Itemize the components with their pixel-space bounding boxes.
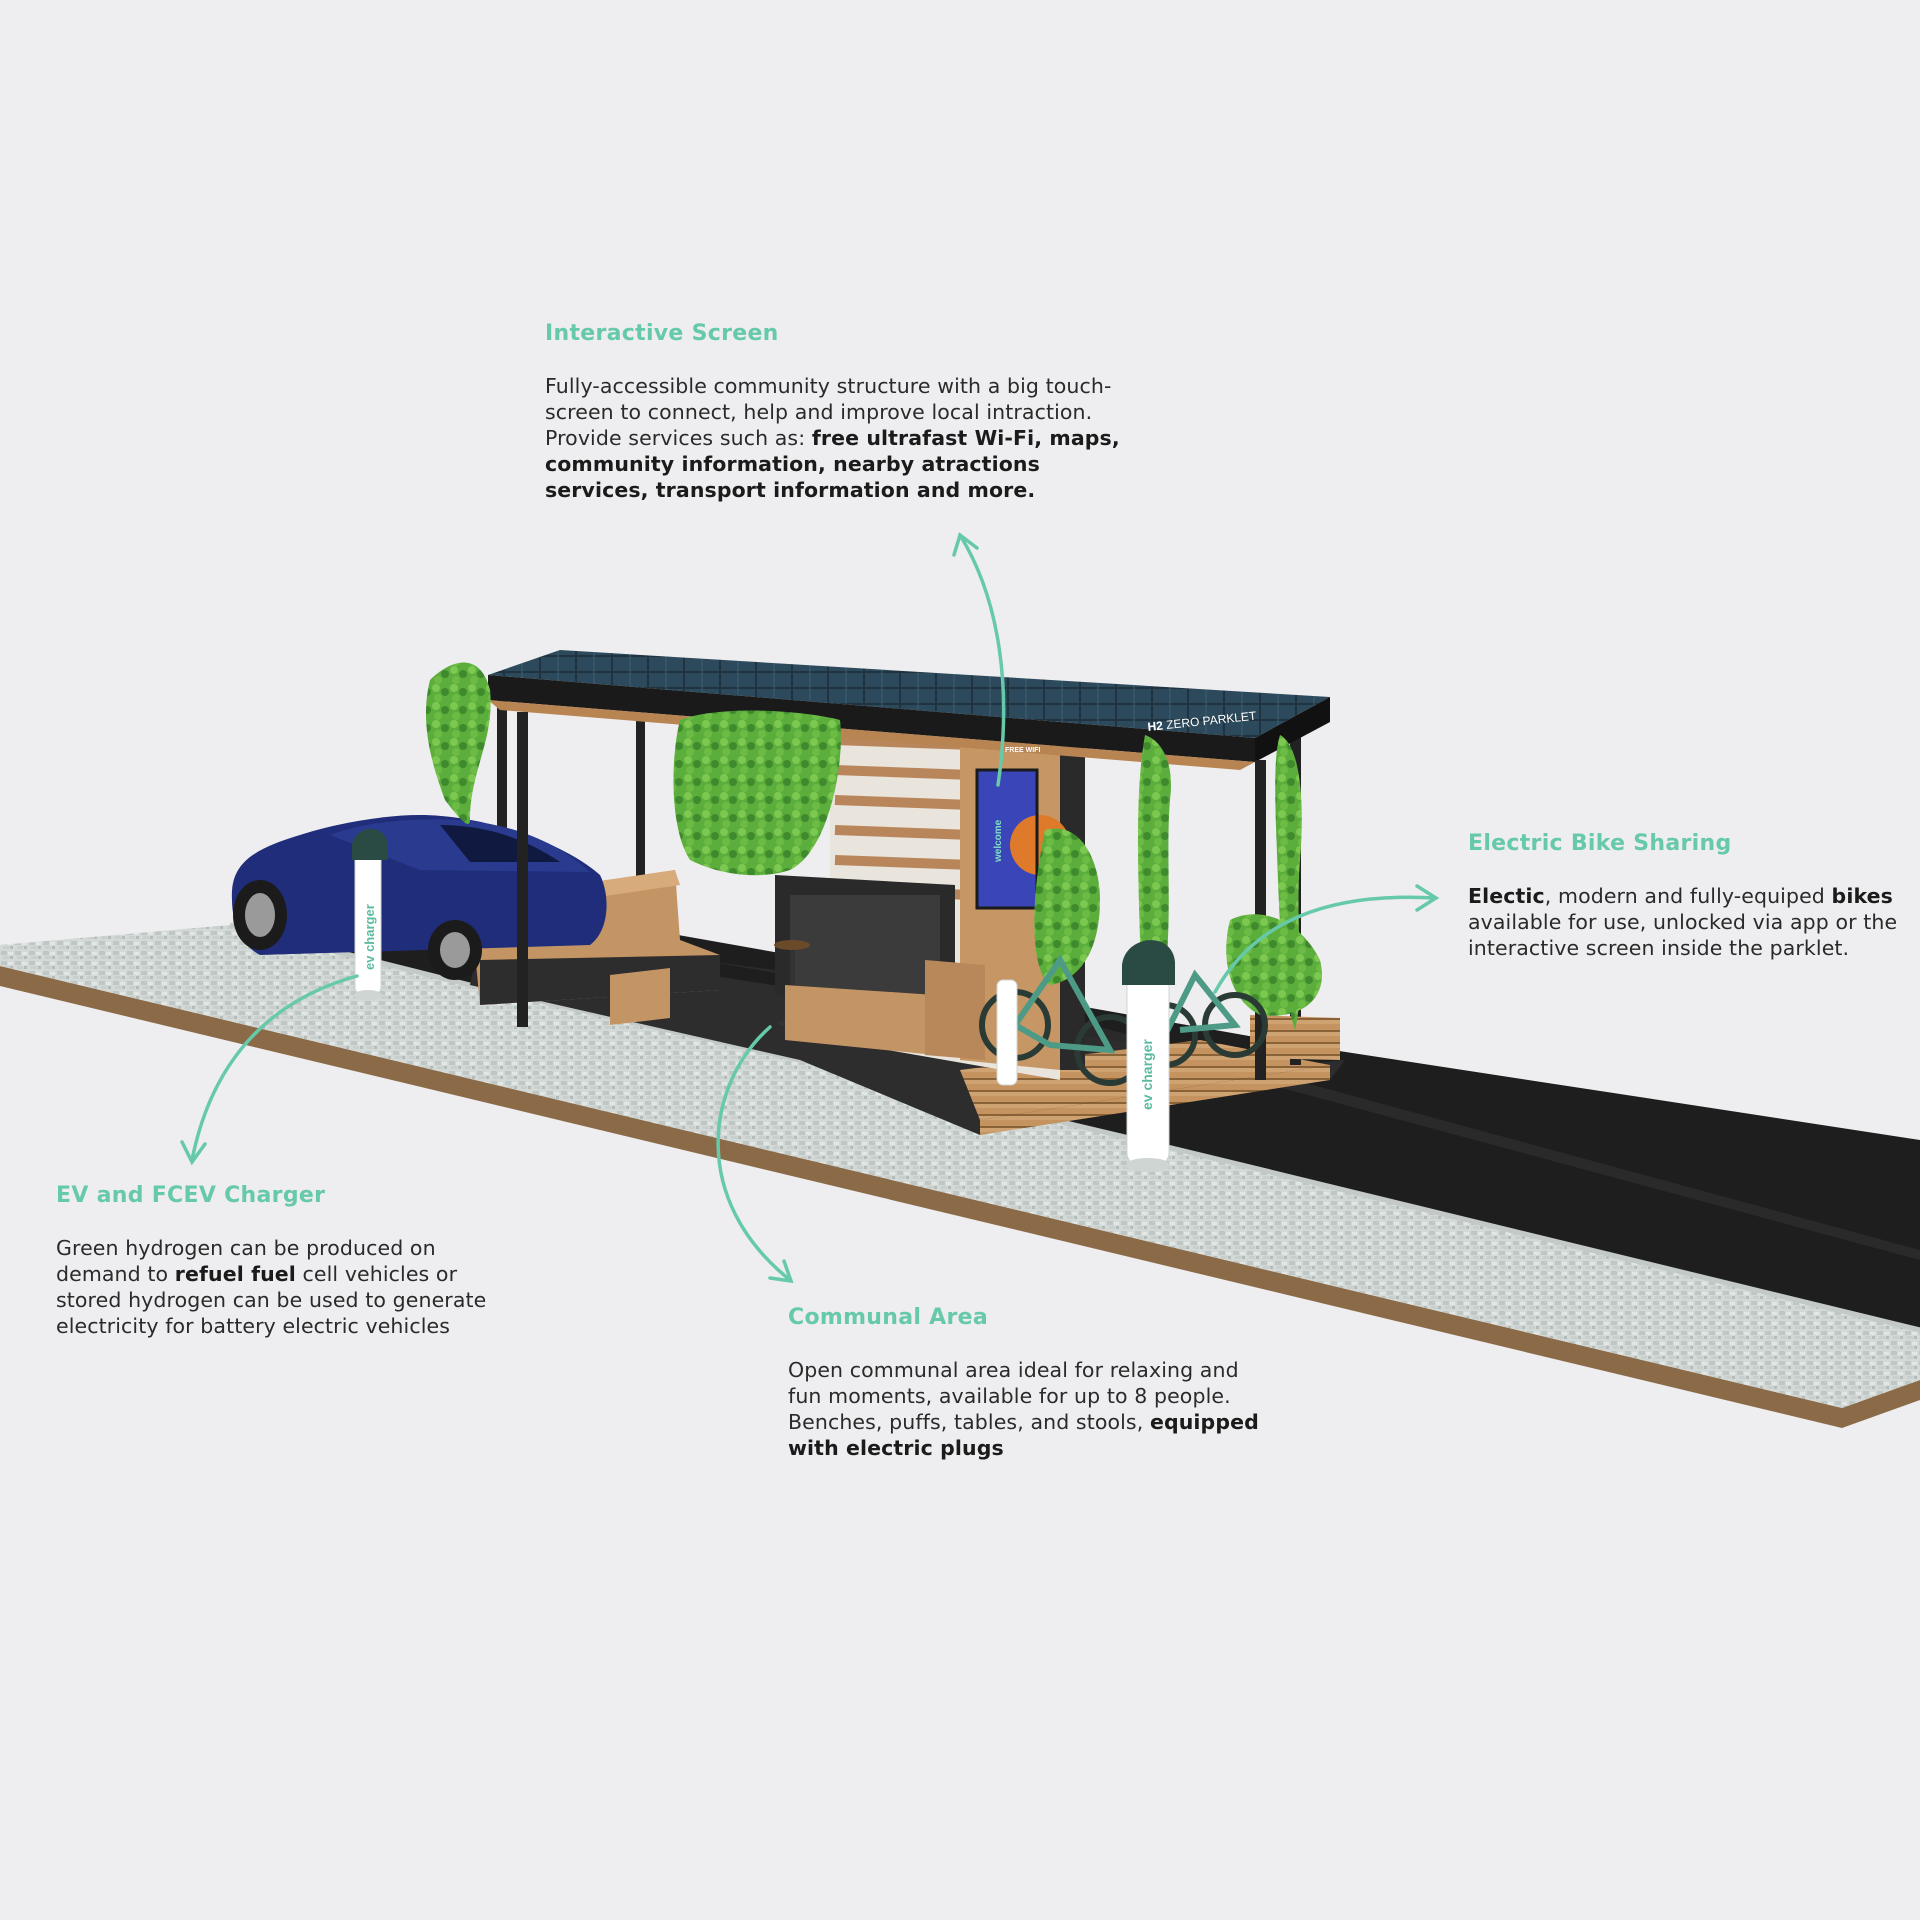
arrow-head-communal-area xyxy=(768,1259,794,1284)
callout-electric-bike: Electric Bike Sharing Electic, modern an… xyxy=(1468,831,1908,961)
arrow-ev-charger xyxy=(190,974,359,1162)
callout-communal-area: Communal Area Open communal area ideal f… xyxy=(788,1305,1268,1461)
callout-ev-charger: EV and FCEV Charger Green hydrogen can b… xyxy=(56,1183,506,1339)
arrow-electric-bike xyxy=(1213,895,1437,994)
callout-title: Communal Area xyxy=(788,1305,989,1330)
callout-title: Electric Bike Sharing xyxy=(1468,831,1732,856)
callout-title: EV and FCEV Charger xyxy=(56,1183,326,1208)
cobblestone-sidewalk xyxy=(0,945,1920,1408)
charger-label-right: ev charger xyxy=(1139,1039,1155,1110)
arrow-head-electric-bike xyxy=(1415,884,1440,912)
callout-description: Electic, modern and fully-equiped bikes … xyxy=(1468,884,1898,960)
callout-title: Interactive Screen xyxy=(545,321,779,346)
charger-label-left: ev charger xyxy=(362,904,377,970)
callout-description: Open communal area ideal for relaxing an… xyxy=(788,1358,1259,1460)
solar-roof xyxy=(488,650,1330,770)
arrow-communal-area xyxy=(716,1025,792,1282)
electric-car xyxy=(231,815,607,980)
screen-welcome-text: welcome xyxy=(993,819,1004,863)
arrow-head-interactive-screen xyxy=(952,532,979,557)
hanging-plants xyxy=(425,662,1322,1030)
ev-charger-left xyxy=(352,828,388,1000)
callout-description: Fully-accessible community structure wit… xyxy=(545,374,1120,502)
callout-arrows xyxy=(180,532,1440,1284)
callout-description: Green hydrogen can be produced on demand… xyxy=(56,1236,487,1338)
callout-interactive-screen: Interactive Screen Fully-accessible comm… xyxy=(545,321,1145,503)
bike-charger xyxy=(996,979,1018,1086)
arrow-interactive-screen xyxy=(958,533,1006,787)
ev-charger-right xyxy=(1122,940,1175,1172)
wall-sign-text: FREE WIFI xyxy=(1005,747,1040,754)
arrow-head-ev-charger xyxy=(180,1140,207,1166)
